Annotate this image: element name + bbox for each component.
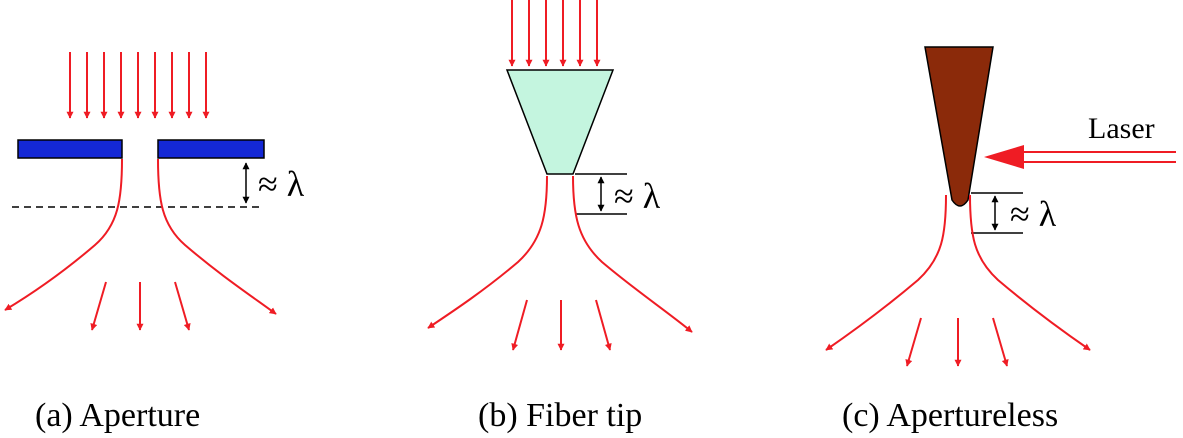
diffracted-field-a <box>4 158 277 331</box>
aperture-screen-right <box>157 139 265 159</box>
laser-label: Laser <box>1088 112 1155 145</box>
diffracted-field-b <box>427 175 693 351</box>
incident-arrows-b <box>508 0 601 67</box>
scattered-field-c <box>825 194 1091 367</box>
panel-aperture: ≈ λ (a) Aperture <box>4 52 305 434</box>
distance-marker-a: ≈ λ <box>242 162 305 204</box>
distance-marker-c: ≈ λ <box>971 192 1057 234</box>
panel-fiber-tip: ≈ λ (b) Fiber tip <box>427 0 693 434</box>
distance-label-a: ≈ λ <box>258 164 305 204</box>
scanning-tip <box>924 46 994 207</box>
incident-arrows-a <box>66 52 210 119</box>
distance-label-c: ≈ λ <box>1010 194 1057 234</box>
fiber-tip-body <box>505 69 615 175</box>
caption-a: (a) Aperture <box>35 397 200 434</box>
laser-arrow-head <box>984 145 1024 169</box>
panel-apertureless: Laser ≈ λ (c) Apertureless <box>825 46 1176 434</box>
distance-label-b: ≈ λ <box>614 176 661 216</box>
aperture-screen-left <box>17 139 123 159</box>
laser-beam <box>984 145 1176 169</box>
caption-b: (b) Fiber tip <box>478 397 642 434</box>
distance-marker-b: ≈ λ <box>575 173 661 216</box>
caption-c: (c) Apertureless <box>842 397 1058 434</box>
